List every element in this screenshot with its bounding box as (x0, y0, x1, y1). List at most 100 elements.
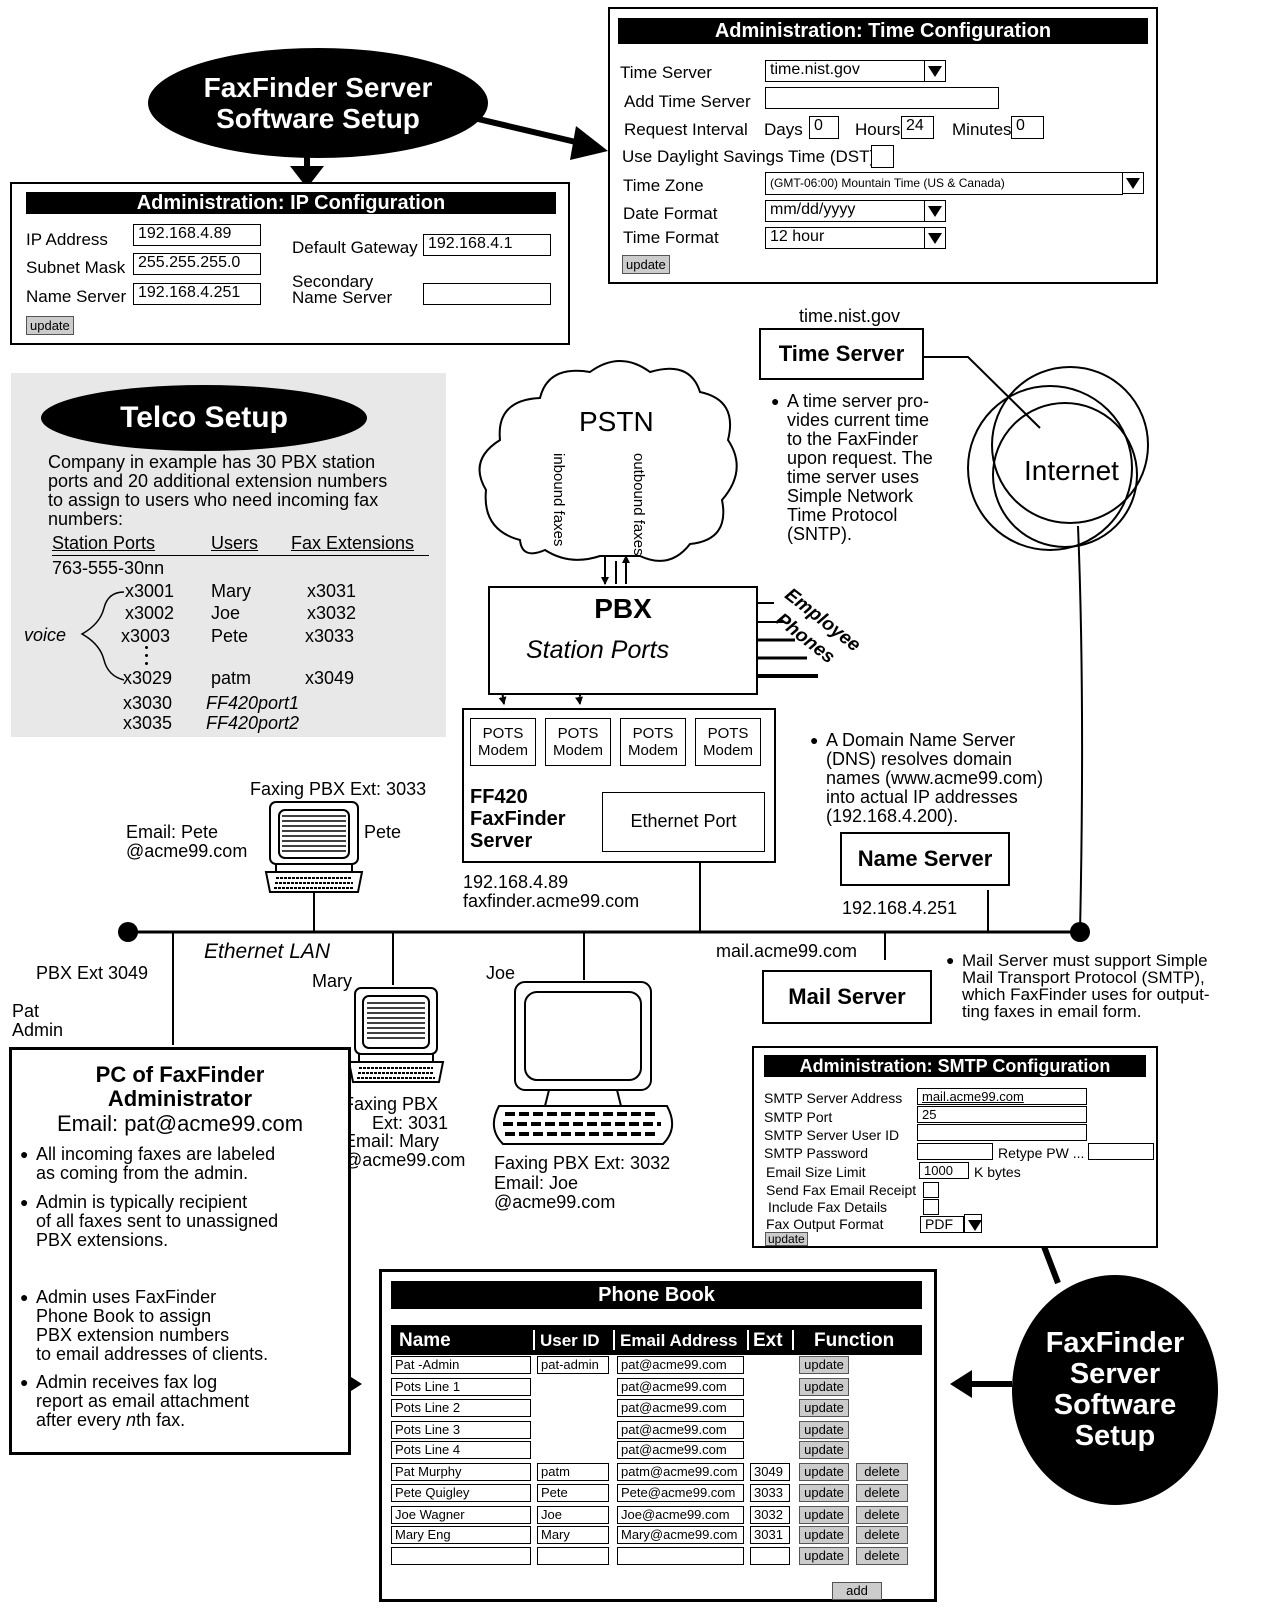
admin-pc-title-1: PC of FaxFinder (95, 1062, 265, 1087)
smtp-details-checkbox[interactable] (923, 1199, 939, 1215)
phonebook-ext-field[interactable]: 3032 (750, 1506, 790, 1524)
phonebook-email-field[interactable]: pat@acme99.com (617, 1378, 744, 1396)
smtp-receipt-checkbox[interactable] (923, 1182, 939, 1198)
phonebook-name-field[interactable]: Pots Line 3 (391, 1421, 531, 1439)
dst-checkbox[interactable] (871, 145, 894, 168)
phonebook-update-button[interactable]: update (799, 1506, 849, 1524)
phonebook-email-field[interactable]: pat@acme99.com (617, 1421, 744, 1439)
smtp-pw-input[interactable] (917, 1143, 993, 1160)
smtp-retype-input[interactable] (1088, 1143, 1154, 1160)
phonebook-update-button[interactable]: update (799, 1378, 849, 1396)
lan-end-left (118, 922, 138, 942)
ff420-name-2: FaxFinder (470, 808, 566, 830)
telco-row-6-user: FF420port2 (206, 713, 300, 733)
joe-computer-icon (492, 981, 674, 1145)
phonebook-delete-button[interactable]: delete (856, 1484, 908, 1502)
phonebook-update-button[interactable]: update (799, 1356, 849, 1374)
phonebook-update-button[interactable]: update (799, 1421, 849, 1439)
dst-label: Use Daylight Savings Time (DST) (622, 147, 876, 166)
phonebook-update-button[interactable]: update (799, 1484, 849, 1502)
name-server-input[interactable]: 192.168.4.251 (133, 283, 261, 305)
phonebook-email-field[interactable]: pat@acme99.com (617, 1399, 744, 1417)
phonebook-delete-button[interactable]: delete (856, 1463, 908, 1481)
admin-bullet-4: Admin receives fax log report as email a… (20, 1373, 249, 1430)
telco-desc-2: ports and 20 additional extension number… (48, 471, 388, 491)
default-gateway-input[interactable]: 192.168.4.1 (423, 234, 551, 256)
phonebook-name-field[interactable]: Mary Eng (391, 1526, 531, 1544)
phonebook-userid-field[interactable] (537, 1547, 609, 1565)
time-server-bullet-2: vides current time (787, 410, 930, 430)
ellipse-bottom-3: Software (1053, 1389, 1177, 1421)
phonebook-ext-field[interactable]: 3031 (750, 1526, 790, 1544)
phonebook-update-button[interactable]: update (799, 1399, 849, 1417)
smtp-format-dropdown-icon[interactable] (964, 1214, 982, 1233)
smtp-addr-input[interactable]: mail.acme99.com (917, 1088, 1087, 1105)
ip-config-update-button[interactable]: update (26, 316, 74, 335)
smtp-port-input[interactable]: 25 (917, 1106, 1087, 1123)
phonebook-userid-field[interactable]: Mary (537, 1526, 609, 1544)
hours-input[interactable]: 24 (901, 116, 934, 139)
phonebook-userid-field[interactable]: Joe (537, 1506, 609, 1524)
time-server-dropdown-icon[interactable] (924, 60, 946, 82)
phonebook-email-field[interactable]: patm@acme99.com (617, 1463, 744, 1481)
phonebook-email-field[interactable] (617, 1547, 744, 1565)
date-format-select[interactable]: mm/dd/yyyy (765, 200, 925, 222)
time-zone-dropdown-icon[interactable] (1122, 172, 1144, 194)
pete-name: Pete (364, 822, 402, 842)
time-server-select[interactable]: time.nist.gov (765, 60, 925, 82)
phonebook-userid-field[interactable]: pat-admin (537, 1356, 609, 1374)
name-server-ip: 192.168.4.251 (842, 898, 958, 918)
smtp-update-button[interactable]: update (765, 1232, 808, 1246)
mail-server-bullet: Mail Server must support Simple Mail Tra… (946, 952, 1210, 1020)
telco-row-4-fax: x3049 (305, 668, 355, 688)
date-format-dropdown-icon[interactable] (924, 200, 946, 222)
phonebook-name-field[interactable]: Pat Murphy (391, 1463, 531, 1481)
ip-address-input[interactable]: 192.168.4.89 (133, 224, 261, 246)
smtp-size-input[interactable]: 1000 (919, 1162, 969, 1179)
internet-circle-1 (967, 385, 1133, 551)
telco-row-2-port: x3002 (125, 603, 175, 623)
phonebook-update-button[interactable]: update (799, 1441, 849, 1459)
phonebook-name-field[interactable]: Pots Line 4 (391, 1441, 531, 1459)
phonebook-name-field[interactable]: Pat -Admin (391, 1356, 531, 1374)
telco-row-2-fax: x3032 (307, 603, 357, 623)
smtp-format-select[interactable]: PDF (920, 1216, 964, 1233)
time-zone-select[interactable]: (GMT-06:00) Mountain Time (US & Canada) (765, 172, 1123, 195)
smtp-receipt-label: Send Fax Email Receipt (766, 1182, 917, 1198)
phonebook-update-button[interactable]: update (799, 1547, 849, 1565)
phonebook-email-field[interactable]: Mary@acme99.com (617, 1526, 744, 1544)
phonebook-userid-field[interactable]: patm (537, 1463, 609, 1481)
phonebook-email-field[interactable]: pat@acme99.com (617, 1356, 744, 1374)
phonebook-add-button[interactable]: add (832, 1582, 882, 1600)
days-input[interactable]: 0 (809, 116, 839, 139)
time-format-select[interactable]: 12 hour (765, 227, 925, 249)
ip-config-panel: Administration: IP Configuration IP Addr… (10, 182, 570, 345)
phonebook-ext-field[interactable] (750, 1547, 790, 1565)
phonebook-name-field[interactable]: Pots Line 1 (391, 1378, 531, 1396)
subnet-mask-input[interactable]: 255.255.255.0 (133, 253, 261, 275)
phonebook-email-field[interactable]: Joe@acme99.com (617, 1506, 744, 1524)
phonebook-email-field[interactable]: Pete@acme99.com (617, 1484, 744, 1502)
phonebook-name-field[interactable]: Pete Quigley (391, 1484, 531, 1502)
add-time-server-input[interactable] (765, 87, 999, 109)
phonebook-ext-field[interactable]: 3049 (750, 1463, 790, 1481)
phonebook-name-field[interactable]: Joe Wagner (391, 1506, 531, 1524)
minutes-input[interactable]: 0 (1011, 116, 1044, 139)
phonebook-ext-field[interactable]: 3033 (750, 1484, 790, 1502)
phonebook-update-button[interactable]: update (799, 1526, 849, 1544)
secondary-ns-input[interactable] (423, 283, 551, 305)
smtp-user-input[interactable] (917, 1124, 1087, 1141)
phonebook-delete-button[interactable]: delete (856, 1547, 908, 1565)
phonebook-delete-button[interactable]: delete (856, 1526, 908, 1544)
time-config-update-button[interactable]: update (622, 255, 670, 274)
time-server-label: Time Server (620, 63, 712, 82)
phonebook-userid-field[interactable]: Pete (537, 1484, 609, 1502)
phonebook-name-field[interactable] (391, 1547, 531, 1565)
phonebook-email-field[interactable]: pat@acme99.com (617, 1441, 744, 1459)
telco-setup-ellipse: Telco Setup (41, 385, 367, 451)
arrow-to-ip-config (290, 166, 324, 188)
phonebook-name-field[interactable]: Pots Line 2 (391, 1399, 531, 1417)
phonebook-update-button[interactable]: update (799, 1463, 849, 1481)
time-format-dropdown-icon[interactable] (924, 227, 946, 249)
phonebook-delete-button[interactable]: delete (856, 1506, 908, 1524)
